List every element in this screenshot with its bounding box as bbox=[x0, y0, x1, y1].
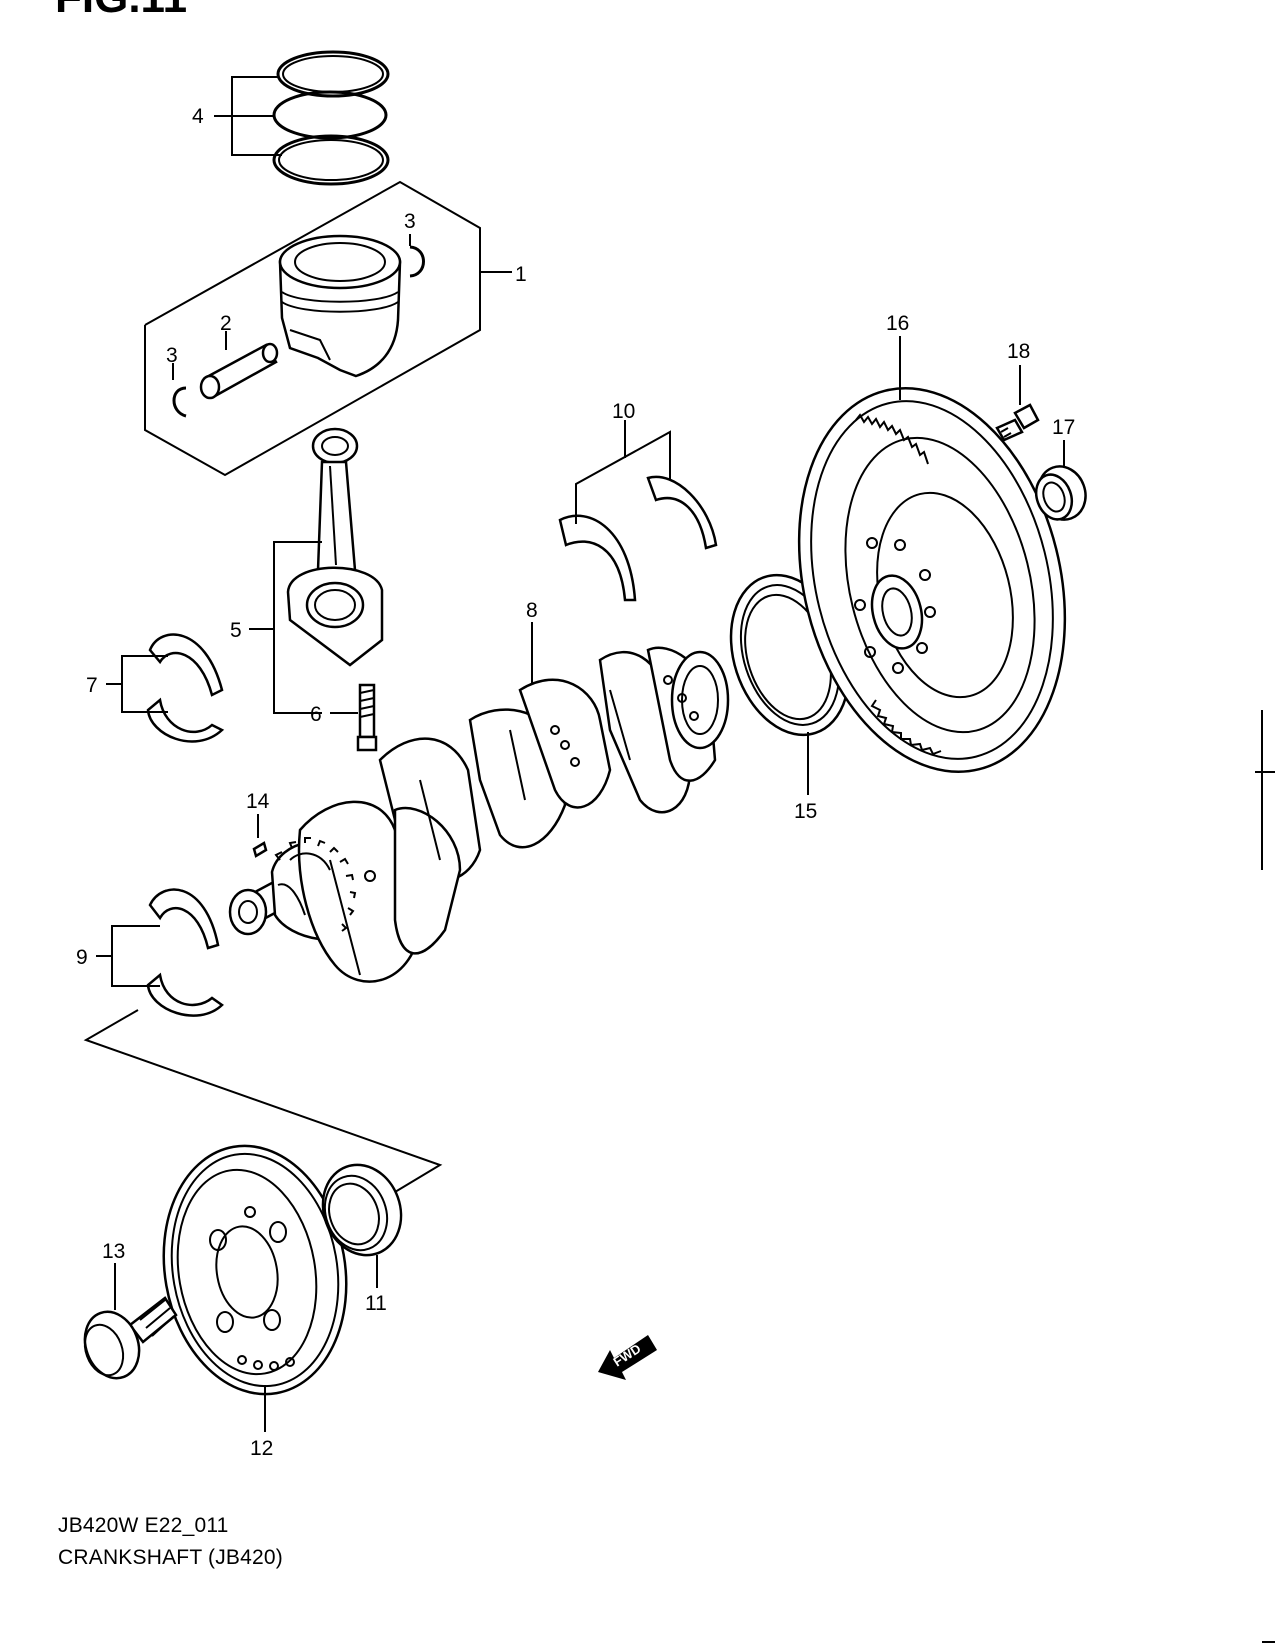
forward-arrow: FWD bbox=[598, 1335, 657, 1380]
piston bbox=[278, 234, 402, 378]
pulley-bolt bbox=[83, 1296, 178, 1380]
callout-1: 1 bbox=[515, 263, 527, 286]
callout-3-left: 3 bbox=[166, 344, 178, 367]
circlip-left bbox=[172, 386, 187, 418]
flywheel-bolt bbox=[995, 403, 1040, 442]
thrust-bearings bbox=[558, 475, 718, 602]
connecting-rod bbox=[286, 427, 384, 667]
front-oil-seal bbox=[321, 1163, 403, 1257]
callout-10: 10 bbox=[612, 400, 635, 423]
callout-8: 8 bbox=[526, 599, 538, 622]
callout-9: 9 bbox=[76, 946, 88, 969]
callout-14: 14 bbox=[246, 790, 270, 813]
callout-6: 6 bbox=[310, 703, 322, 726]
callout-17-label-top: 18 bbox=[1007, 340, 1030, 363]
callout-5: 5 bbox=[230, 619, 242, 642]
flywheel bbox=[797, 387, 1067, 773]
callout-2: 2 bbox=[220, 312, 232, 335]
figure-caption: CRANKSHAFT (JB420) bbox=[58, 1546, 283, 1569]
piston-rings bbox=[272, 50, 390, 186]
callout-3-right: 3 bbox=[404, 210, 416, 233]
callout-12: 12 bbox=[250, 1437, 273, 1460]
figure-title: FIG.11 bbox=[55, 0, 187, 22]
piston-pin bbox=[199, 342, 279, 400]
crank-pulley bbox=[162, 1144, 348, 1396]
callout-17: 17 bbox=[1052, 416, 1075, 439]
woodruff-key bbox=[252, 841, 268, 858]
callout-15: 15 bbox=[794, 800, 817, 823]
rod-bearings bbox=[146, 633, 225, 743]
crank-timing-sprocket bbox=[274, 837, 357, 932]
circlip-right bbox=[409, 245, 425, 278]
callout-16: 16 bbox=[886, 312, 909, 335]
pilot-bearing bbox=[1034, 465, 1087, 521]
drawing-code: JB420W E22_011 bbox=[58, 1514, 229, 1537]
callout-7: 7 bbox=[86, 674, 98, 697]
callout-11: 11 bbox=[365, 1292, 387, 1315]
callout-13: 13 bbox=[102, 1240, 125, 1263]
main-bearings bbox=[146, 888, 224, 1017]
callout-4: 4 bbox=[192, 105, 204, 128]
rod-bolt bbox=[356, 683, 378, 752]
crankshaft bbox=[228, 646, 730, 983]
